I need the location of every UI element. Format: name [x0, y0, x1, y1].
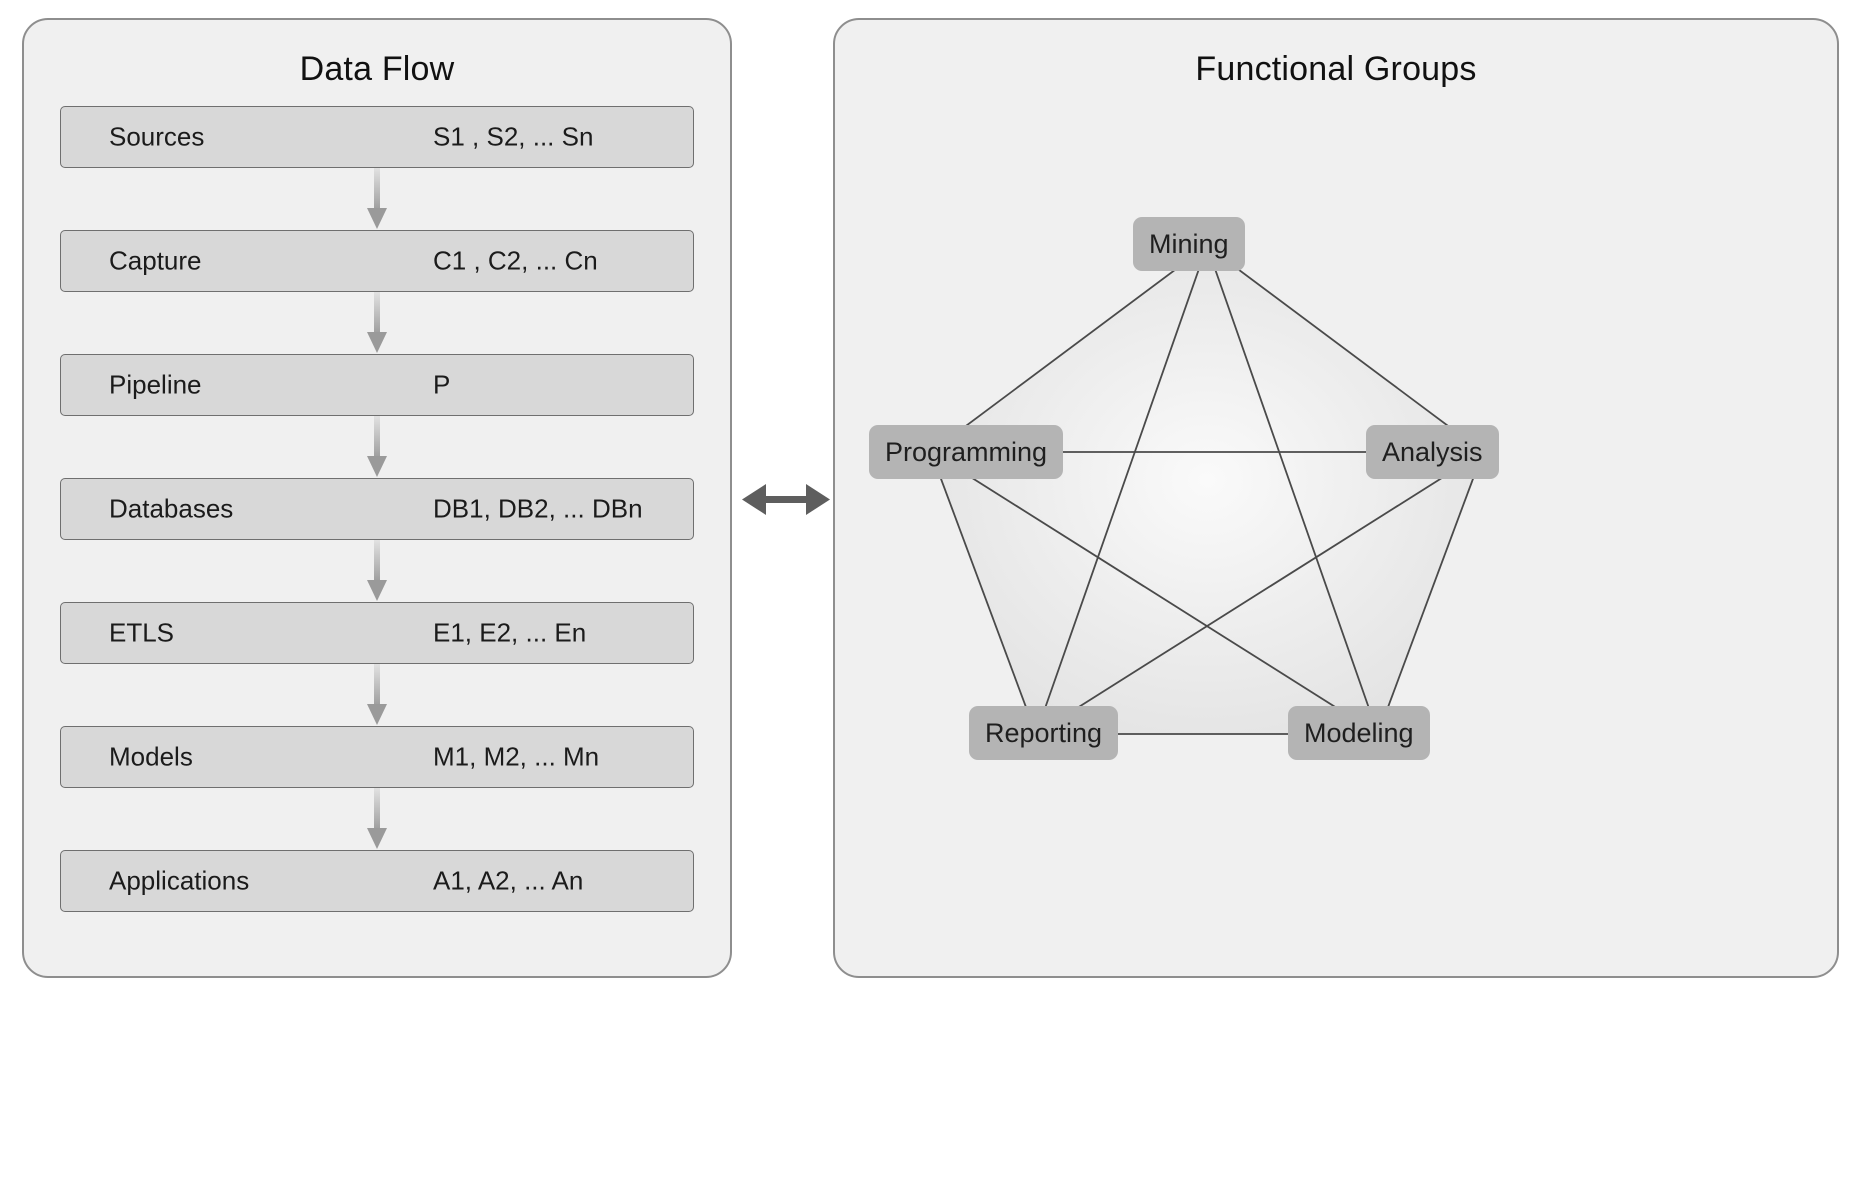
- node-label: Modeling: [1304, 717, 1414, 748]
- flow-row-sources[interactable]: Sources S1 , S2, ... Sn: [60, 106, 694, 168]
- flow-row-models[interactable]: Models M1, M2, ... Mn: [60, 726, 694, 788]
- data-flow-title: Data Flow: [299, 50, 455, 88]
- node-programming[interactable]: Programming: [869, 425, 1064, 479]
- flow-row-pipeline[interactable]: Pipeline P: [60, 354, 694, 416]
- flow-row-label: Pipeline: [109, 369, 202, 400]
- flow-row-label: ETLS: [109, 617, 175, 648]
- flow-row-value: A1, A2, ... An: [433, 865, 584, 896]
- node-label: Reporting: [985, 717, 1103, 748]
- flow-row-value: P: [433, 369, 451, 400]
- flow-row-value: C1 , C2, ... Cn: [433, 245, 598, 276]
- node-label: Mining: [1149, 228, 1229, 259]
- functional-groups-title: Functional Groups: [1195, 50, 1477, 88]
- flow-arrow-5: [60, 664, 694, 726]
- flow-arrow-6: [60, 788, 694, 850]
- node-modeling[interactable]: Modeling: [1288, 706, 1430, 760]
- flow-arrow-4: [60, 540, 694, 602]
- node-label: Programming: [885, 436, 1048, 467]
- data-flow-rows: Sources S1 , S2, ... Sn Capture C1 , C2,…: [60, 106, 694, 912]
- flow-row-value: M1, M2, ... Mn: [433, 741, 600, 772]
- flow-row-value: E1, E2, ... En: [433, 617, 587, 648]
- flow-row-applications[interactable]: Applications A1, A2, ... An: [60, 850, 694, 912]
- flow-row-databases[interactable]: Databases DB1, DB2, ... DBn: [60, 478, 694, 540]
- flow-arrow-2: [60, 292, 694, 354]
- node-reporting[interactable]: Reporting: [969, 706, 1119, 760]
- pentagon-face: [931, 246, 1483, 734]
- flow-arrow-3: [60, 416, 694, 478]
- flow-row-value: S1 , S2, ... Sn: [433, 121, 594, 152]
- flow-row-label: Models: [109, 741, 193, 772]
- flow-row-etls[interactable]: ETLS E1, E2, ... En: [60, 602, 694, 664]
- functional-groups-network: Mining Programming Analysis Reporting Mo…: [833, 18, 1839, 978]
- node-mining[interactable]: Mining: [1133, 217, 1245, 271]
- flow-row-label: Databases: [109, 493, 234, 524]
- flow-row-label: Capture: [109, 245, 202, 276]
- data-flow-panel: Data Flow Sources S1 , S2, ... Sn Captur…: [22, 18, 732, 978]
- panels-link-connector: [740, 470, 832, 530]
- node-analysis[interactable]: Analysis: [1366, 425, 1499, 479]
- double-headed-arrow-icon: [742, 484, 830, 515]
- flow-arrow-1: [60, 168, 694, 230]
- flow-row-value: DB1, DB2, ... DBn: [433, 493, 643, 524]
- flow-row-capture[interactable]: Capture C1 , C2, ... Cn: [60, 230, 694, 292]
- flow-row-label: Sources: [109, 121, 205, 152]
- node-label: Analysis: [1382, 436, 1483, 467]
- flow-row-label: Applications: [109, 865, 250, 896]
